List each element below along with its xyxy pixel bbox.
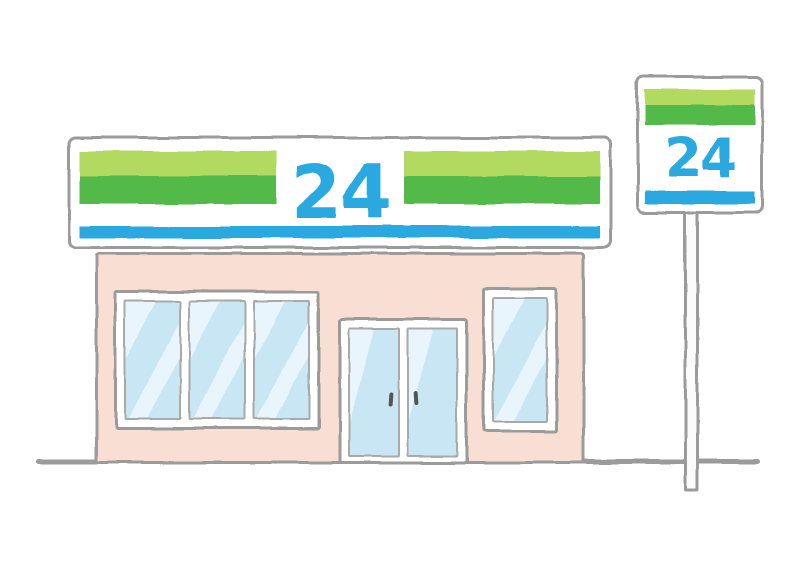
door-handle-left <box>388 391 393 407</box>
sign-label-box: 24 <box>276 143 404 230</box>
left-window <box>114 290 320 430</box>
pole-sign-stripe-light-green <box>645 89 755 105</box>
door-handle-right <box>413 391 418 407</box>
sign-24-label: 24 <box>290 150 392 236</box>
entrance-doors <box>338 318 468 464</box>
sign-stripe-blue <box>80 226 600 238</box>
pole-sign-label-box: 24 <box>639 128 761 190</box>
window-pane <box>492 297 548 423</box>
pole-sign: 24 <box>636 75 764 214</box>
store-building <box>95 252 585 464</box>
pole-sign-stripe-green <box>645 105 755 125</box>
pole-sign-24-label: 24 <box>664 127 737 190</box>
pole-sign-stripe-blue <box>645 191 755 204</box>
window-pane <box>124 300 182 420</box>
right-window-glass <box>492 297 548 423</box>
window-pane <box>252 300 310 420</box>
storefront-sign: 24 <box>68 136 612 249</box>
window-pane <box>188 300 246 420</box>
door-right-pane <box>406 328 458 457</box>
right-window <box>482 287 558 433</box>
entrance-doors-glass <box>348 328 458 457</box>
door-left-pane <box>348 328 400 457</box>
left-window-glass <box>124 300 310 420</box>
sign-pole <box>684 205 699 492</box>
